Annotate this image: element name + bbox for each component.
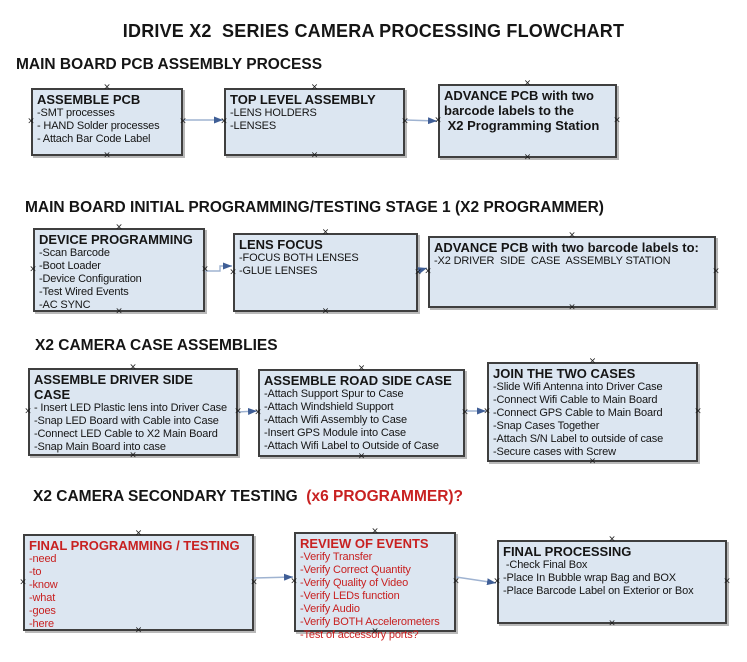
flow-box-assemble-pcb[interactable]: ASSEMBLE PCB -SMT processes- HAND Solder… [31, 88, 183, 156]
box-item: -Verify Quality of Video [300, 577, 409, 589]
box-items: -X2 DRIVER SIDE CASE ASSEMBLY STATION [434, 255, 710, 268]
box-items: -SMT processes- HAND Solder processes- A… [37, 107, 177, 146]
box-item: -Attach Wifi Assembly to Case [264, 414, 407, 426]
box-item: -GLUE LENSES [239, 265, 318, 277]
box-title: LENS FOCUS [239, 237, 323, 252]
box-items: -Scan Barcode-Boot Loader-Device Configu… [39, 247, 199, 312]
box-item: -Connect LED Cable to X2 Main Board [34, 428, 218, 440]
box-item: -Snap Cases Together [493, 420, 600, 432]
flow-box-join-the-two-cases[interactable]: JOIN THE TWO CASES -Slide Wifi Antenna i… [487, 362, 698, 462]
box-item: -LENS HOLDERS [230, 107, 317, 119]
box-items: -LENS HOLDERS-LENSES [230, 107, 399, 133]
section-heading-case-assemblies: X2 CAMERA CASE ASSEMBLIES [35, 337, 278, 355]
box-item: -Attach Support Spur to Case [264, 388, 404, 400]
arrow-top-level-to-advance-pcb[interactable] [404, 117, 438, 125]
box-item: -know [29, 579, 58, 591]
section-heading-text: MAIN BOARD PCB ASSEMBLY PROCESS [16, 56, 323, 73]
box-item: -to [29, 566, 42, 578]
flow-box-final-programming-testing[interactable]: FINAL PROGRAMMING / TESTING -need-to-kno… [23, 534, 254, 631]
box-items: -FOCUS BOTH LENSES-GLUE LENSES [239, 252, 412, 278]
arrow-driver-case-to-road-case[interactable] [237, 407, 258, 415]
section-heading-text: X2 CAMERA SECONDARY TESTING [33, 488, 307, 505]
box-title: JOIN THE TWO CASES [493, 366, 636, 381]
box-item: -Snap Main Board into case [34, 441, 166, 453]
box-items: -need-to-know-what-goes-here [29, 553, 248, 631]
box-title: FINAL PROCESSING [503, 544, 632, 559]
box-item: -Verify BOTH Accelerometers [300, 616, 440, 628]
box-item: -SMT processes [37, 107, 115, 119]
section-heading-text: X2 CAMERA CASE ASSEMBLIES [35, 337, 278, 354]
box-item: -Attach Wifi Label to Outside of Case [264, 440, 439, 452]
arrow-final-programming-to-review[interactable] [253, 573, 294, 581]
box-item: - Attach Bar Code Label [37, 133, 151, 145]
box-item: -LENSES [230, 120, 277, 132]
section-heading-suffix: (x6 PROGRAMMER)? [306, 488, 464, 505]
box-item: -Connect GPS Cable to Main Board [493, 407, 663, 419]
box-title: ASSEMBLE PCB [37, 92, 141, 107]
box-item: - HAND Solder processes [37, 120, 160, 132]
section-heading-secondary-testing: X2 CAMERA SECONDARY TESTING (x6 PROGRAMM… [33, 488, 463, 506]
box-item: -Scan Barcode [39, 247, 110, 259]
box-item: -Boot Loader [39, 260, 101, 272]
box-title: ASSEMBLE ROAD SIDE CASE [264, 373, 452, 388]
box-item: -Check Final Box [503, 559, 588, 571]
box-item: -Insert GPS Module into Case [264, 427, 406, 439]
box-title: DEVICE PROGRAMMING [39, 232, 193, 247]
arrow-device-programming-to-lens-focus[interactable] [205, 262, 232, 272]
flow-box-assemble-road-side-case[interactable]: ASSEMBLE ROAD SIDE CASE -Attach Support … [258, 369, 465, 457]
box-title: FINAL PROGRAMMING / TESTING [29, 538, 240, 553]
box-item: -Attach Windshield Support [264, 401, 394, 413]
box-item: -what [29, 592, 56, 604]
flow-box-advance-pcb-driver-side-station[interactable]: ADVANCE PCB with two barcode labels to: … [428, 236, 716, 308]
box-item: -Connect Wifi Cable to Main Board [493, 394, 658, 406]
box-item: -Attach S/N Label to outside of case [493, 433, 664, 445]
box-items: -Verify Transfer-Verify Correct Quantity… [300, 551, 450, 642]
box-items: -Slide Wifi Antenna into Driver Case-Con… [493, 381, 692, 459]
box-title: ADVANCE PCB with two barcode labels to: [434, 240, 699, 255]
box-item: -Slide Wifi Antenna into Driver Case [493, 381, 663, 393]
box-title: ASSEMBLE DRIVER SIDE CASE [34, 372, 197, 402]
box-item: -Place Barcode Label on Exterior or Box [503, 585, 694, 597]
box-title: ADVANCE PCB with two barcode labels to t… [444, 88, 600, 133]
box-item: -Place In Bubble wrap Bag and BOX [503, 572, 676, 584]
flowchart-title: IDRIVE X2 SERIES CAMERA PROCESSING FLOWC… [122, 21, 625, 41]
flow-box-assemble-driver-side-case[interactable]: ASSEMBLE DRIVER SIDE CASE - Insert LED P… [28, 368, 238, 456]
arrow-lens-focus-to-advance-pcb[interactable] [416, 267, 428, 274]
box-item: -Verify Correct Quantity [300, 564, 411, 576]
box-item: -AC SYNC [39, 299, 91, 311]
arrow-review-to-final-processing[interactable] [455, 576, 497, 586]
box-title: REVIEW OF EVENTS [300, 536, 429, 551]
flow-box-final-processing[interactable]: FINAL PROCESSING -Check Final Box-Place … [497, 540, 727, 624]
box-item: - Insert LED Plastic lens into Driver Ca… [34, 402, 227, 414]
flow-box-device-programming[interactable]: DEVICE PROGRAMMING -Scan Barcode-Boot Lo… [33, 228, 205, 312]
box-item: -FOCUS BOTH LENSES [239, 252, 359, 264]
box-item: -Snap LED Board with Cable into Case [34, 415, 219, 427]
box-items: -Attach Support Spur to Case-Attach Wind… [264, 388, 459, 453]
box-item: -Secure cases with Screw [493, 446, 616, 458]
box-item: -Verify LEDs function [300, 590, 400, 602]
box-item: -Test of accessory ports? [300, 629, 419, 641]
flow-box-top-level-assembly[interactable]: TOP LEVEL ASSEMBLY -LENS HOLDERS-LENSES [224, 88, 405, 156]
box-item: -here [29, 618, 54, 630]
flow-box-lens-focus[interactable]: LENS FOCUS -FOCUS BOTH LENSES-GLUE LENSE… [233, 233, 418, 312]
box-item: -need [29, 553, 57, 565]
section-heading-initial-programming: MAIN BOARD INITIAL PROGRAMMING/TESTING S… [25, 199, 604, 217]
flow-box-review-of-events[interactable]: REVIEW OF EVENTS -Verify Transfer-Verify… [294, 532, 456, 641]
flow-box-advance-pcb-programming-station[interactable]: ADVANCE PCB with two barcode labels to t… [438, 84, 617, 158]
section-heading-pcb-assembly: MAIN BOARD PCB ASSEMBLY PROCESS [16, 56, 322, 74]
box-item: -Verify Transfer [300, 551, 373, 563]
box-item: -Test Wired Events [39, 286, 129, 298]
box-item: -X2 DRIVER SIDE CASE ASSEMBLY STATION [434, 255, 671, 267]
box-item: -goes [29, 605, 56, 617]
section-heading-text: MAIN BOARD INITIAL PROGRAMMING/TESTING S… [25, 199, 604, 216]
box-item: -Verify Audio [300, 603, 360, 615]
box-items: - Insert LED Plastic lens into Driver Ca… [34, 402, 232, 454]
box-item: -Device Configuration [39, 273, 142, 285]
box-title: TOP LEVEL ASSEMBLY [230, 92, 376, 107]
box-items: -Check Final Box-Place In Bubble wrap Ba… [503, 559, 721, 598]
